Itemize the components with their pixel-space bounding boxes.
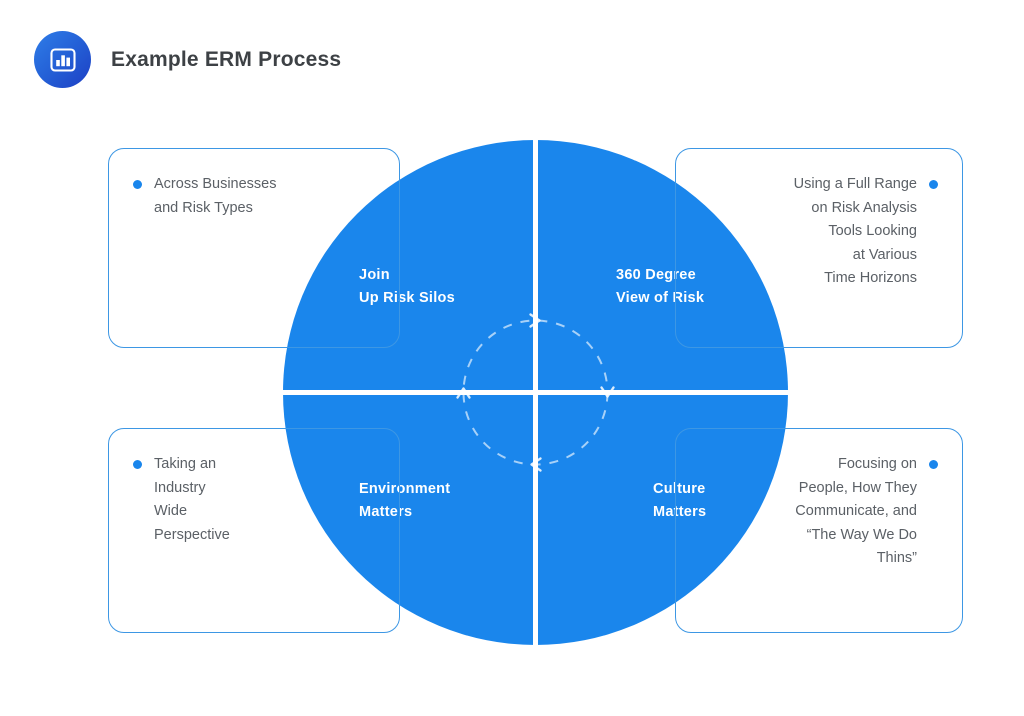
chevron-arrow-top-icon — [529, 313, 541, 328]
clockwise-cycle-arrows-icon — [456, 313, 615, 472]
chevron-arrow-right-icon — [600, 386, 615, 398]
callout-text-top-right: Using a Full Range on Risk Analysis Tool… — [793, 176, 917, 286]
bullet-icon — [133, 180, 142, 189]
callout-text-bottom-left: Taking an Industry Wide Perspective — [154, 456, 230, 543]
quadrant-label-360-degree-view-of-risk: 360 Degree View of Risk — [616, 267, 705, 306]
erm-process-wheel: Join Up Risk Silos 360 Degree View of Ri… — [283, 140, 788, 645]
page-header: Example ERM Process — [34, 31, 341, 88]
bullet-icon — [929, 460, 938, 469]
callout-box-top-left: Across Businesses and Risk Types — [108, 148, 400, 348]
inner-dashed-circle — [462, 319, 609, 466]
bullet-icon — [929, 180, 938, 189]
page-title: Example ERM Process — [111, 47, 342, 71]
quadrant-label-culture-matters: Culture Matters — [653, 481, 707, 520]
chevron-arrow-left-icon — [456, 387, 471, 399]
callout-box-bottom-left: Taking an Industry Wide Perspective — [108, 428, 400, 633]
callout-box-top-right: Using a Full Range on Risk Analysis Tool… — [675, 148, 963, 348]
callout-text-bottom-right: Focusing on People, How They Communicate… — [795, 456, 917, 566]
quadrant-label-join-up-risk-silos: Join Up Risk Silos — [359, 267, 455, 306]
callout-box-bottom-right: Focusing on People, How They Communicate… — [675, 428, 963, 633]
quadrant-label-environment-matters: Environment Matters — [359, 481, 451, 520]
wheel-horizontal-divider — [283, 390, 788, 395]
bar-chart-icon — [34, 31, 91, 88]
bullet-icon — [133, 460, 142, 469]
callout-text-top-left: Across Businesses and Risk Types — [154, 176, 277, 216]
chevron-arrow-bottom-icon — [530, 457, 542, 472]
